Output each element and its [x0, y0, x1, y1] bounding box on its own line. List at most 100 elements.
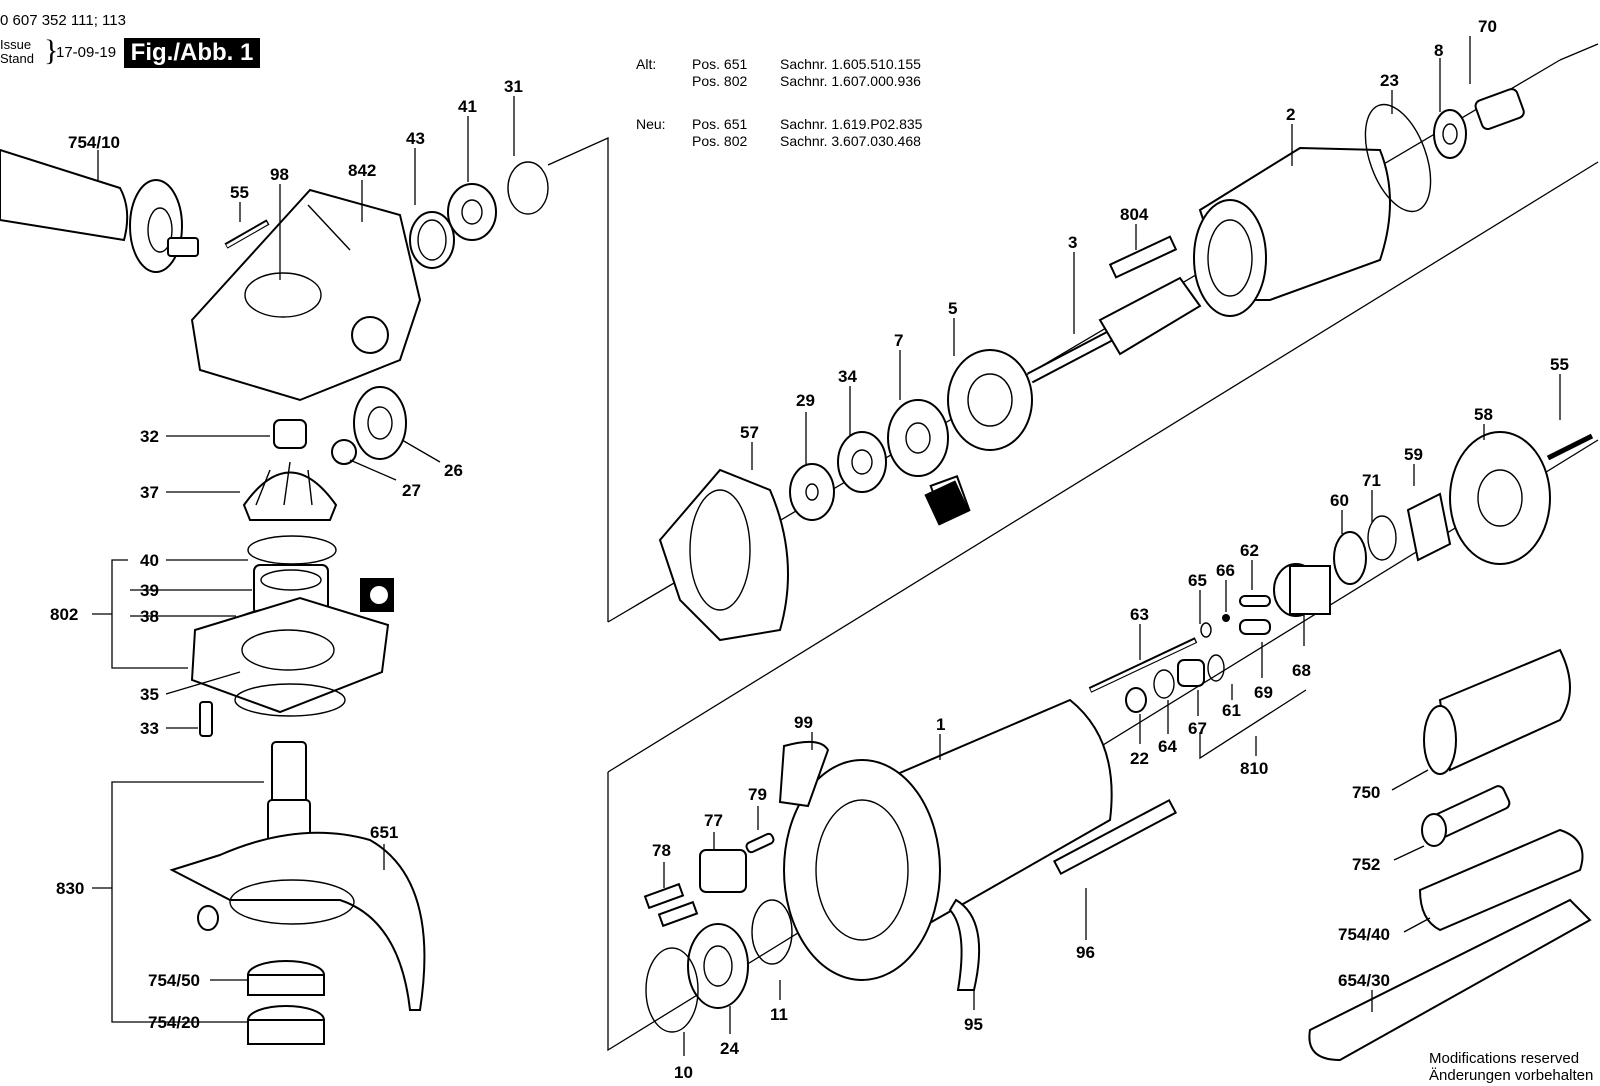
label-35: 35 [140, 685, 159, 704]
label-29: 29 [796, 391, 815, 410]
label-64: 64 [1158, 737, 1177, 756]
label-651: 651 [370, 823, 398, 842]
screw-55 [224, 219, 270, 249]
bearing-7 [887, 399, 949, 477]
issue-label-en: Issue [0, 37, 32, 52]
vane-804 [1108, 235, 1178, 279]
label-41: 41 [458, 97, 477, 116]
footer-line-en: Modifications reserved [1429, 1050, 1580, 1067]
washer-29 [789, 463, 835, 521]
footer-note: Modifications reserved Änderungen vorbeh… [1429, 1050, 1593, 1084]
flange-nuts [247, 960, 325, 1045]
part-95 [948, 898, 981, 991]
spring-69 [1239, 619, 1271, 635]
label-60: 60 [1330, 491, 1349, 510]
label-62: 62 [1240, 541, 1259, 560]
rotor-3 [1027, 276, 1202, 384]
needle-sleeve [273, 419, 307, 449]
label-79: 79 [748, 785, 767, 804]
label-43: 43 [406, 129, 425, 148]
footer-line-de: Änderungen vorbehalten [1429, 1067, 1594, 1084]
label-3: 3 [1068, 233, 1077, 252]
hose-nipple-752 [1421, 785, 1511, 847]
label-842: 842 [348, 161, 376, 180]
valve-68 [1273, 563, 1331, 617]
note-neu-label: Neu: [636, 116, 666, 132]
label-39: 39 [140, 581, 159, 600]
label-27: 27 [402, 481, 421, 500]
spring-62 [1239, 595, 1271, 607]
label-804: 804 [1120, 205, 1149, 224]
label-55-left: 55 [230, 183, 249, 202]
label-754-10: 754/10 [68, 133, 120, 152]
note-alt-sachnr-2: Sachnr. 1.607.000.936 [780, 73, 921, 89]
label-69: 69 [1254, 683, 1273, 702]
label-10: 10 [674, 1063, 693, 1082]
label-750: 750 [1352, 783, 1380, 802]
motor-housing-1 [783, 698, 1113, 981]
grease-symbol-right [924, 480, 970, 526]
part-34 [837, 431, 887, 493]
label-63: 63 [1130, 605, 1149, 624]
note-alt-pos-1: Pos. 651 [692, 56, 748, 72]
pin-wrench-654-30 [1308, 898, 1592, 1062]
gear-housing [190, 188, 422, 402]
label-99: 99 [794, 713, 813, 732]
part-labels: 754/10 55 98 842 43 41 31 32 26 27 37 40… [50, 17, 1569, 1082]
label-95: 95 [964, 1015, 983, 1034]
label-22: 22 [1130, 749, 1149, 768]
label-40: 40 [140, 551, 159, 570]
label-33: 33 [140, 719, 159, 738]
label-38: 38 [140, 607, 159, 626]
o-ring-23 [1364, 103, 1432, 213]
part-65 [1200, 622, 1212, 638]
note-neu-pos-1: Pos. 651 [692, 116, 748, 132]
label-65: 65 [1188, 571, 1207, 590]
part-77 [699, 849, 747, 893]
label-32: 32 [140, 427, 159, 446]
bearing-flange [190, 596, 390, 717]
end-cap-58 [1449, 431, 1551, 565]
housing-2 [1193, 146, 1391, 317]
label-96: 96 [1076, 943, 1095, 962]
screw-55-right [1546, 433, 1594, 461]
label-55-right: 55 [1550, 355, 1569, 374]
label-802: 802 [50, 605, 78, 624]
cylinder-5 [947, 349, 1033, 451]
o-ring-71 [1367, 515, 1397, 561]
silencer-750 [1423, 648, 1571, 775]
label-98: 98 [270, 165, 289, 184]
label-654-30: 654/30 [1338, 971, 1390, 990]
label-71: 71 [1362, 471, 1381, 490]
note-alt-pos-2: Pos. 802 [692, 73, 748, 89]
label-68: 68 [1292, 661, 1311, 680]
leader-lines [92, 36, 1561, 1056]
cover-57 [658, 468, 789, 642]
label-67: 67 [1188, 719, 1207, 738]
side-handle [0, 148, 199, 273]
bevel-gear-large [242, 461, 338, 521]
bearing-8 [1433, 109, 1467, 159]
label-57: 57 [740, 423, 759, 442]
label-7: 7 [894, 331, 903, 350]
label-810: 810 [1240, 759, 1268, 778]
wrench-754-40 [1418, 828, 1584, 932]
o-ring-11 [751, 899, 793, 965]
issue-date: 17-09-19 [56, 44, 117, 61]
label-26: 26 [444, 461, 463, 480]
washer-22 [1125, 687, 1147, 713]
document-number: 0 607 352 111; 113 [0, 12, 126, 29]
part-78 [643, 882, 699, 928]
plug-59 [1406, 492, 1452, 562]
label-11: 11 [770, 1005, 788, 1024]
label-5: 5 [948, 299, 957, 318]
note-alt-label: Alt: [636, 56, 657, 72]
label-59: 59 [1404, 445, 1423, 464]
part-99 [778, 740, 830, 808]
label-754-40: 754/40 [1338, 925, 1390, 944]
label-70: 70 [1478, 17, 1497, 36]
part-24 [687, 923, 749, 1009]
label-754-20: 754/20 [148, 1013, 200, 1032]
label-24: 24 [720, 1039, 739, 1058]
